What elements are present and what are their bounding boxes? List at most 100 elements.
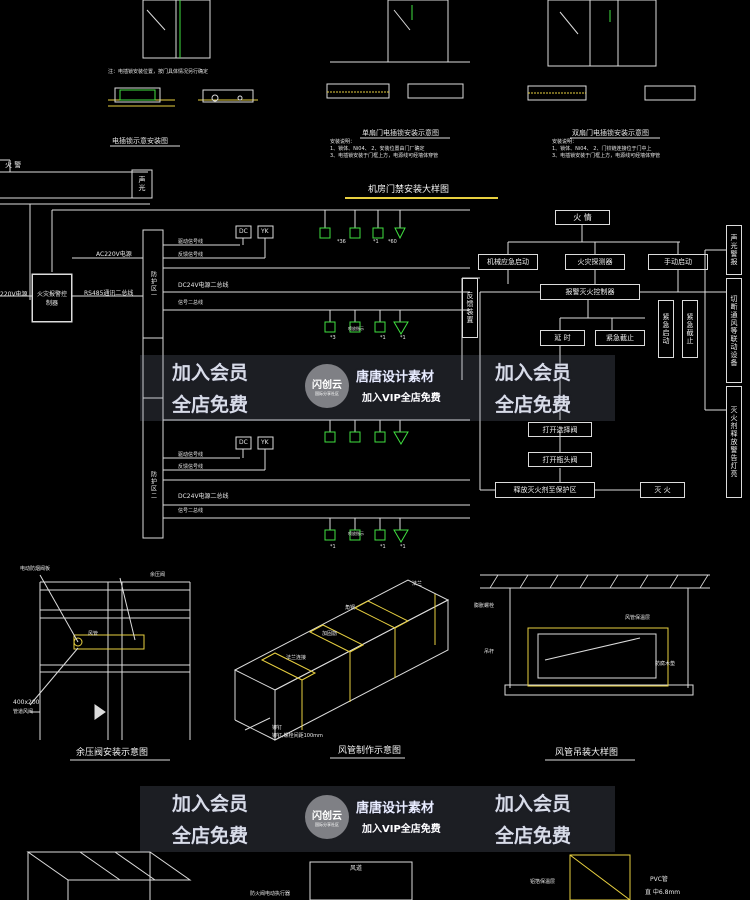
hanger-insul: 风管保温层 [625,615,651,621]
wm1-join-right: 加入会员 [495,362,572,384]
line-bus-2: 信号二总线 [178,508,204,514]
bottom-lbl2: 风道 [350,865,363,872]
flow-alarm-panel: 报警灭火控制器 [540,284,640,300]
hanger-suspender: 吊杆 [484,649,495,655]
note-top-left: 注：电插锁安装位置，按门具体情况另行确定 [108,69,209,75]
duct-note1: 铆钉 [272,725,283,731]
wm1-vip: 加入VIP全店免费 [362,393,441,404]
valve-lbl3: 风管 [88,631,99,637]
room1-label: 防护区一 [149,271,157,299]
hanger-rod: 膨胀螺栓 [474,603,495,609]
dc-label-1: DC [239,228,248,235]
wm1-logo-text: 闪创云 [312,379,342,391]
rs485-label: RS485通讯二总线 [84,290,134,297]
flow-manual-start: 手动启动 [648,254,708,270]
line-signal-2: 驱动信号线 [178,452,204,458]
flow-emergency-stop: 紧急截止 [682,300,698,358]
install-note-3: 1、锁体、Ni04、 2、门铰链连接位于门中上 [552,146,652,152]
install-note-1: 1、锁体、Ni04、 2、安装位置由门厂确定 [330,146,425,152]
bottom-row [26,851,631,900]
wm2-join-right: 加入会员 [495,793,572,815]
lock-detail-right [527,85,696,101]
bottom-lbl4: PVC管 [650,876,668,883]
flow-feedback: 反馈装置 [462,278,478,338]
sound-light-label: 声光 [138,176,146,192]
flow-detector: 火灾探测器 [565,254,625,270]
count-b: *1 [373,239,379,245]
valve-lbl1: 电动防烟阀板 [20,566,51,572]
title-card-reader: 电插锁示意安装图 [112,137,168,145]
duct-flange: 法兰 [412,581,423,587]
watermark-band-2 [140,786,615,852]
title-fire-valve: 余压阀安装示意图 [76,748,149,758]
wm1-logo-sub: 国际分享社区 [315,390,339,396]
device-label-1: 喷放指示 [348,326,364,331]
count-low-c: *1 [400,544,406,550]
flow-delay: 延 时 [540,330,585,346]
title-machine-room: 机房门禁安装大样图 [368,185,450,195]
flow-emergency-stop-r: 紧急截止 [595,330,645,346]
ac220-left: 220V电源 [0,291,28,298]
count-mid-a: *3 [330,335,336,341]
valve-lbl2: 余压阀 [150,572,166,578]
title-door-single: 单扇门电插锁安装示意图 [362,129,439,137]
flow-open-selector: 打开选择阀 [528,422,592,437]
title-duct-hang: 风管吊装大样图 [555,748,619,758]
controller-box: 火灾报警控制器 [32,274,72,322]
flow-fire: 火 情 [555,210,610,225]
duct-joint: 法兰连接 [286,655,307,661]
fire-box-label: 火 警 [5,161,22,169]
wm1-free-left: 全店免费 [172,394,249,416]
wm1-logo: 闪创云 国际分享社区 [305,364,349,408]
bottom-lbl3: 铝箔保温层 [530,879,556,885]
device-label-2: 喷放指示 [348,531,364,536]
door-mid [330,0,470,63]
lock-detail-left [108,87,175,107]
install-note-a: 安装说明： [330,139,356,145]
flow-right-3: 灭火剂释放警告灯亮 [726,386,742,498]
watermark-band-1 [140,355,615,421]
green-devices [319,227,409,543]
wm2-logo-text: 闪创云 [312,810,342,822]
flow-right-2: 切断通风等联动设备 [726,278,742,383]
flow-release: 释放灭火剂至保护区 [495,482,595,498]
wm2-join-left: 加入会员 [172,793,249,815]
flow-extinguish: 灭 火 [640,482,685,498]
door-left [142,0,211,59]
count-low-a: *1 [330,544,336,550]
count-low-b: *1 [380,544,386,550]
hanger-support: 防腐木垫 [655,661,676,667]
count-mid-c: *1 [400,335,406,341]
wm2-free-right: 全店免费 [495,825,572,847]
duct-hanger [480,574,710,696]
wm2-free-left: 全店免费 [172,825,249,847]
install-note-4: 3、电插锁安装于门框上方，电源线可经墙体穿管 [552,153,661,159]
bottom-lbl1: 防火阀电动执行器 [250,891,291,897]
line-signal-1: 驱动信号线 [178,239,204,245]
duct-reinforce: 加固筋 [322,631,338,637]
line-feedback-1: 反馈信号线 [178,252,204,258]
install-note-b: 安装说明： [552,139,578,145]
fire-system-diagram [0,159,470,539]
wm1-join-left: 加入会员 [172,362,249,384]
count-mid-b: *1 [380,335,386,341]
dc-label-2: DC [239,439,248,446]
line-dc24-1: DC24V电源二总线 [178,282,229,289]
title-duct-fab: 风管制作示意图 [338,746,402,756]
yk-label-1: YK [261,228,269,235]
wm2-shop: 唐唐设计素材 [356,801,435,816]
flow-right-1: 声光警报 [726,225,742,275]
valve-detail [29,574,191,740]
door-right [547,0,657,67]
title-door-double: 双扇门电插锁安装示意图 [572,129,649,137]
bottom-lbl5: 直 中6.8mm [645,889,681,896]
count-a: *36 [337,239,346,245]
install-note-2: 3、电插锁安装于门框上方，电源线可经墙体穿管 [330,153,439,159]
duct-angle: 角钢 [345,605,356,611]
flow-manual-emergency: 机械应急启动 [478,254,538,270]
duct-note2: 铆钉,螺栓间距100mm [272,733,323,739]
flow-emergency-start: 紧急启动 [658,300,674,358]
line-feedback-2: 反馈信号线 [178,464,204,470]
valve-lbl4: 管道风阀 [13,709,34,715]
